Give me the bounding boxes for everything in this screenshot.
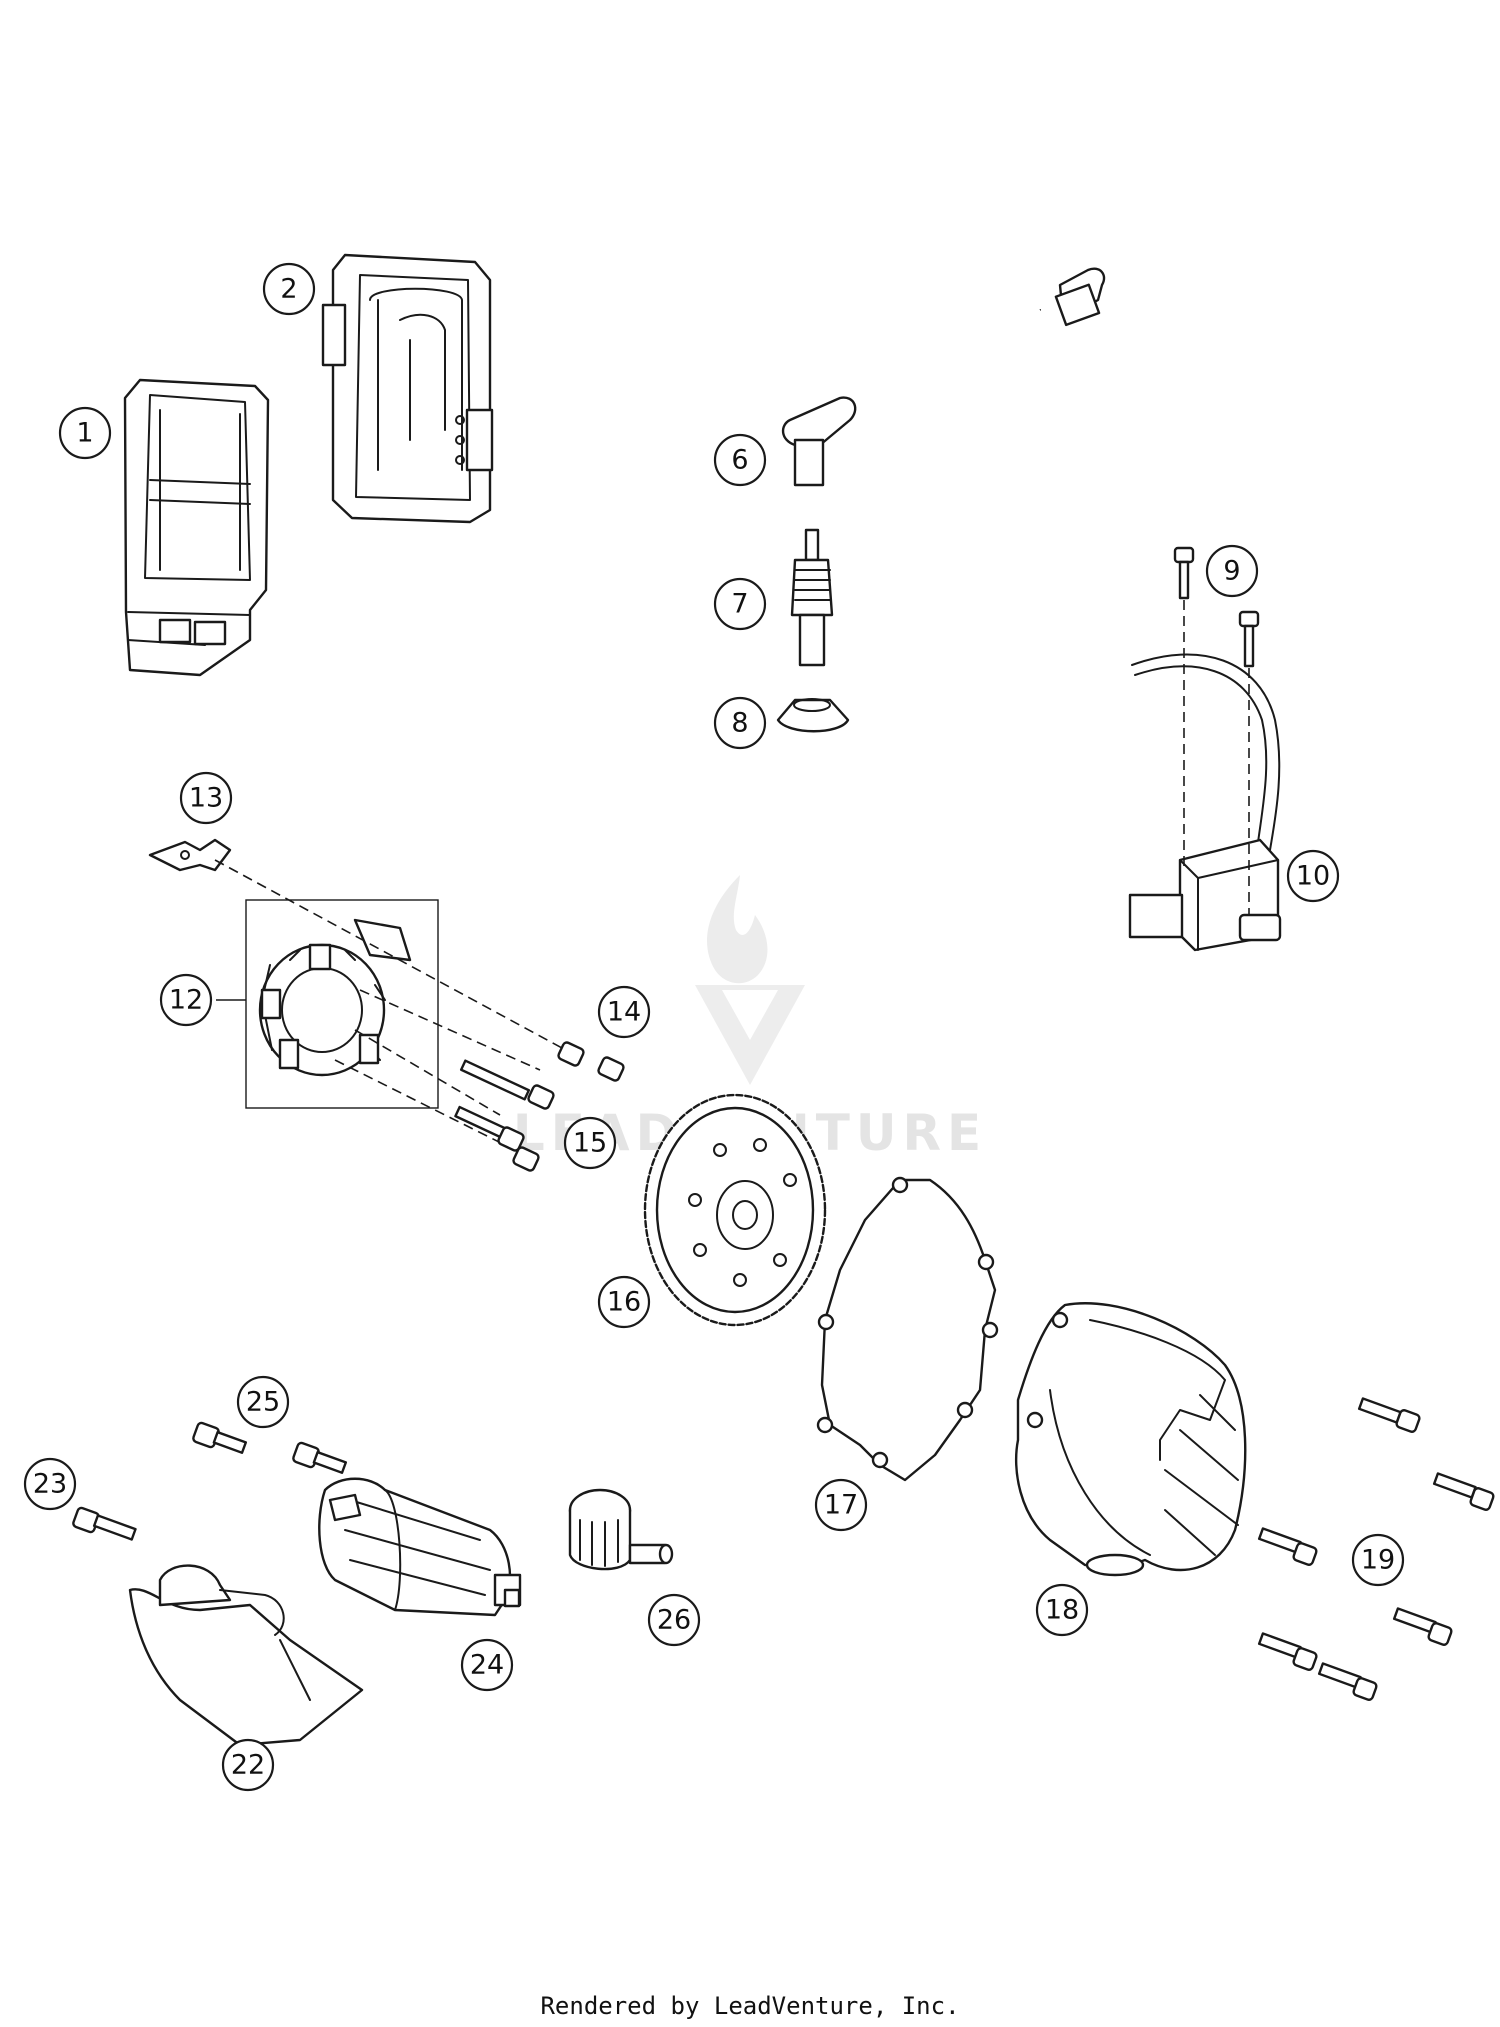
svg-text:7: 7 (731, 589, 748, 620)
part-clip-13[interactable] (148, 838, 232, 872)
callout-2: 2 (262, 262, 316, 316)
watermark-flame-icon (707, 875, 768, 984)
svg-text:1: 1 (76, 418, 93, 449)
svg-text:22: 22 (231, 1750, 265, 1781)
callout-24: 24 (460, 1638, 514, 1692)
part-ecu-1[interactable] (123, 378, 270, 677)
callout-1: 1 (58, 406, 112, 460)
part-plug-seal-8[interactable] (776, 698, 850, 733)
part-ignition-coil-10[interactable] (1128, 653, 1282, 952)
svg-text:18: 18 (1045, 1595, 1079, 1626)
part-ignition-cover-18[interactable] (1014, 1302, 1247, 1577)
part-screw-9[interactable] (1173, 546, 1260, 915)
callout-6: 6 (713, 433, 767, 487)
callout-26: 26 (647, 1593, 701, 1647)
svg-text:13: 13 (189, 783, 223, 814)
callout-10: 10 (1286, 849, 1340, 903)
callout-18: 18 (1035, 1583, 1089, 1637)
svg-text:14: 14 (607, 997, 641, 1028)
svg-text:15: 15 (573, 1128, 607, 1159)
svg-text:19: 19 (1361, 1545, 1395, 1576)
part-screw-15[interactable] (454, 1059, 555, 1172)
footer-credit: Rendered by LeadVenture, Inc. (540, 1992, 960, 2020)
part-stator-12[interactable] (216, 899, 439, 1109)
callout-25: 25 (236, 1375, 290, 1429)
svg-text:25: 25 (246, 1387, 280, 1418)
part-ecu-bracket-2[interactable] (321, 253, 494, 524)
svg-text:6: 6 (731, 445, 748, 476)
part-spark-plug-7[interactable] (790, 528, 834, 667)
part-gasket-17[interactable] (816, 1176, 999, 1482)
callout-13: 13 (179, 771, 233, 825)
svg-text:16: 16 (607, 1287, 641, 1318)
svg-text:12: 12 (169, 985, 203, 1016)
part-starter-drive-26[interactable] (568, 1488, 674, 1571)
callout-7: 7 (713, 577, 767, 631)
svg-text:17: 17 (824, 1490, 858, 1521)
svg-text:23: 23 (33, 1469, 67, 1500)
part-screw-25[interactable] (192, 1421, 348, 1474)
svg-text:2: 2 (280, 274, 297, 305)
part-guard-22[interactable] (128, 1564, 364, 1747)
part-flywheel-16[interactable] (643, 1093, 827, 1327)
callout-14: 14 (597, 985, 651, 1039)
svg-text:9: 9 (1223, 556, 1240, 587)
callout-15: 15 (563, 1116, 617, 1170)
callout-16: 16 (597, 1275, 651, 1329)
callout-8: 8 (713, 696, 767, 750)
callout-12: 12 (159, 973, 213, 1027)
callout-19: 19 (1351, 1533, 1405, 1587)
part-screw-23[interactable] (72, 1506, 137, 1541)
callout-9: 9 (1205, 544, 1259, 598)
svg-text:8: 8 (731, 708, 748, 739)
part-starter-motor-24[interactable] (318, 1477, 522, 1617)
assembly-lines (214, 859, 576, 1146)
callout-22: 22 (221, 1738, 275, 1792)
svg-text:24: 24 (470, 1650, 504, 1681)
callout-23: 23 (23, 1457, 77, 1511)
part-screw-14[interactable] (557, 1041, 625, 1082)
callout-17: 17 (814, 1478, 868, 1532)
svg-text:10: 10 (1296, 861, 1330, 892)
svg-text:26: 26 (657, 1605, 691, 1636)
part-plug-connector-6[interactable] (781, 267, 1106, 487)
part-screw-19[interactable] (1257, 1397, 1495, 1701)
